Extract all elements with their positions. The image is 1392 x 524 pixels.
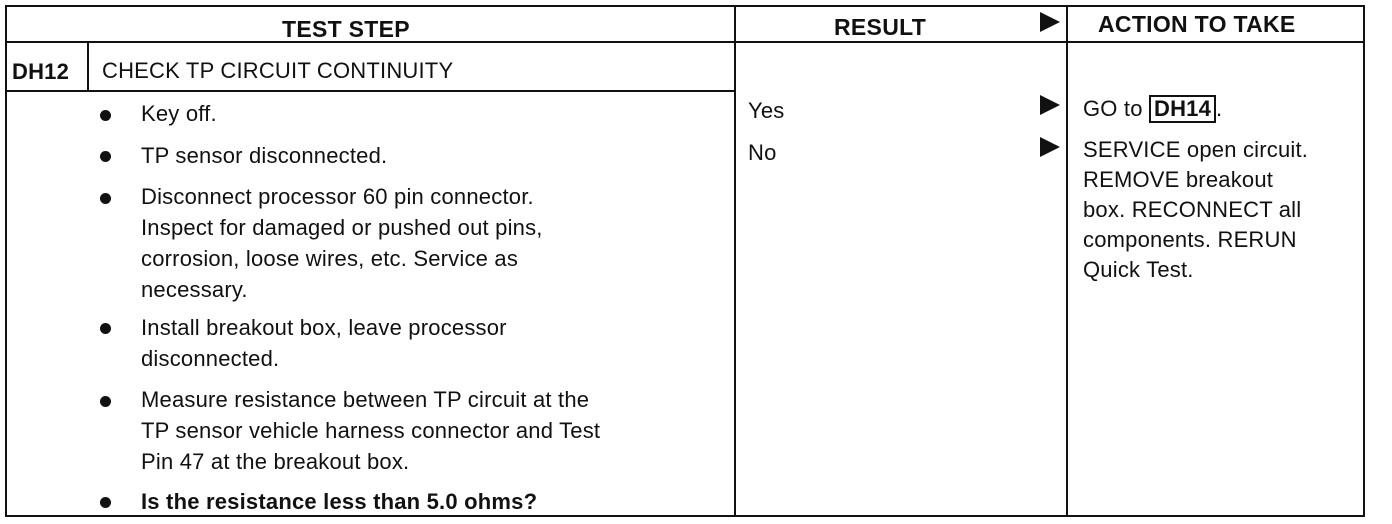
step-id: DH12 — [12, 59, 70, 84]
bullet-line: Disconnect processor 60 pin connector. — [141, 184, 534, 209]
bullet-icon — [100, 193, 111, 204]
action-line: REMOVE breakout — [1083, 167, 1274, 192]
header-divider — [5, 41, 1365, 43]
result-no-arrow-icon — [1040, 137, 1060, 157]
header-action: ACTION TO TAKE — [1098, 11, 1296, 37]
action-line: components. RERUN — [1083, 227, 1297, 252]
col-divider-result-action — [1066, 5, 1068, 517]
bullet-item: Measure resistance between TP circuit at… — [141, 384, 600, 477]
header-result: RESULT — [834, 14, 927, 40]
bullet-line: Measure resistance between TP circuit at… — [141, 387, 590, 412]
bullet-icon — [100, 110, 111, 121]
result-no: No — [748, 140, 777, 165]
bullet-line: disconnected. — [141, 346, 280, 371]
header-test-step: TEST STEP — [282, 16, 410, 42]
bullet-item: Install breakout box, leave processor di… — [141, 312, 507, 374]
bullet-line: Inspect for damaged or pushed out pins, — [141, 215, 543, 240]
bullet-item: TP sensor disconnected. — [141, 140, 387, 171]
col-divider-step-result — [734, 5, 736, 517]
bullet-line: Pin 47 at the breakout box. — [141, 449, 410, 474]
action-line: box. RECONNECT all — [1083, 197, 1302, 222]
bullet-icon — [100, 396, 111, 407]
action-yes-suffix: . — [1216, 96, 1223, 121]
bullet-line: Install breakout box, leave processor — [141, 315, 507, 340]
header-arrow-icon — [1040, 12, 1060, 32]
step-title: CHECK TP CIRCUIT CONTINUITY — [102, 58, 454, 83]
step-id-divider — [87, 43, 89, 92]
bullet-item: Key off. — [141, 98, 217, 129]
action-yes-step-link[interactable]: DH14 — [1149, 95, 1217, 123]
bullet-icon — [100, 151, 111, 162]
bullet-line: TP sensor vehicle harness connector and … — [141, 418, 601, 443]
bullet-line: corrosion, loose wires, etc. Service as — [141, 246, 519, 271]
action-yes-prefix: GO to — [1083, 96, 1143, 121]
step-title-divider — [5, 90, 736, 92]
action-yes: GO to DH14. — [1083, 93, 1222, 124]
action-line: Quick Test. — [1083, 257, 1194, 282]
bullet-line: TP sensor disconnected. — [141, 143, 388, 168]
bullet-question: Is the resistance less than 5.0 ohms? — [141, 486, 537, 517]
bullet-icon — [100, 497, 111, 508]
action-line: SERVICE open circuit. — [1083, 137, 1309, 162]
action-no: SERVICE open circuit. REMOVE breakout bo… — [1083, 135, 1308, 285]
bullet-line: Key off. — [141, 101, 217, 126]
bullet-line: Is the resistance less than 5.0 ohms? — [141, 489, 538, 514]
bullet-line: necessary. — [141, 277, 248, 302]
bullet-item: Disconnect processor 60 pin connector. I… — [141, 181, 543, 305]
result-yes-arrow-icon — [1040, 95, 1060, 115]
result-yes: Yes — [748, 98, 785, 123]
bullet-icon — [100, 323, 111, 334]
diagnostic-table — [5, 5, 1365, 517]
